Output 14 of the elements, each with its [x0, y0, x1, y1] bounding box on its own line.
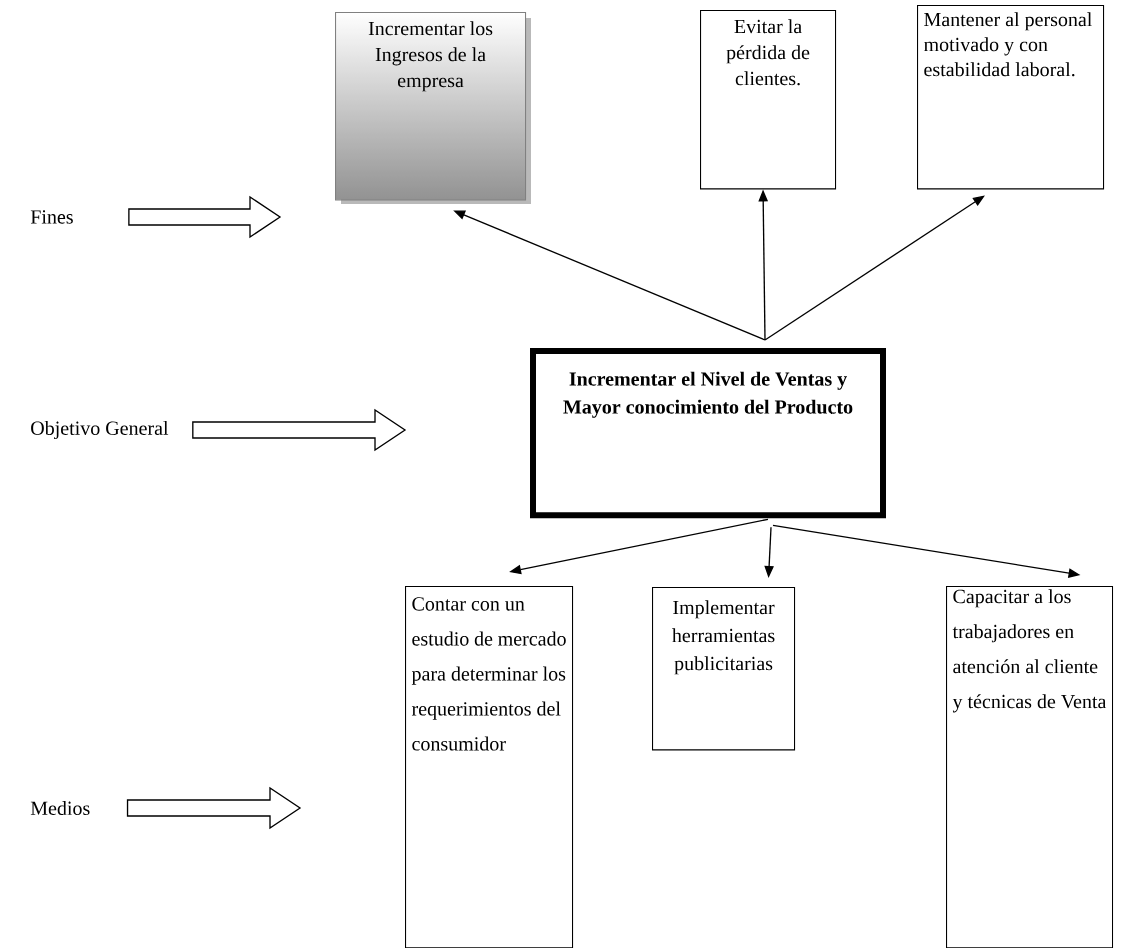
- text-box: Capacitar a los trabajadores en atención al cliente y técnicas de Venta: [946, 586, 1114, 948]
- side-label: Objetivo General: [31, 420, 169, 440]
- block-arrow: [128, 195, 282, 239]
- shaded-box: Incrementar los Ingresos de la empresa: [335, 12, 531, 204]
- objective-box: Incrementar el Nivel de Ventas y Mayor conocimiento del Producto: [530, 348, 886, 519]
- text-box: Contar con un estudio de mercado para determinar los requerimientos del consumidor: [405, 586, 574, 948]
- text-box: Evitar la pérdida de clientes.: [700, 10, 837, 190]
- text-box: Mantener al personal motivado y con estabilidad laboral.: [917, 5, 1105, 190]
- block-arrow: [192, 408, 407, 452]
- side-label: Fines: [30, 210, 73, 224]
- text-box: Implementar herramientas publicitarias: [652, 587, 796, 751]
- side-label: Medios: [30, 800, 90, 815]
- block-arrow: [126, 786, 302, 830]
- arrow: [764, 195, 985, 341]
